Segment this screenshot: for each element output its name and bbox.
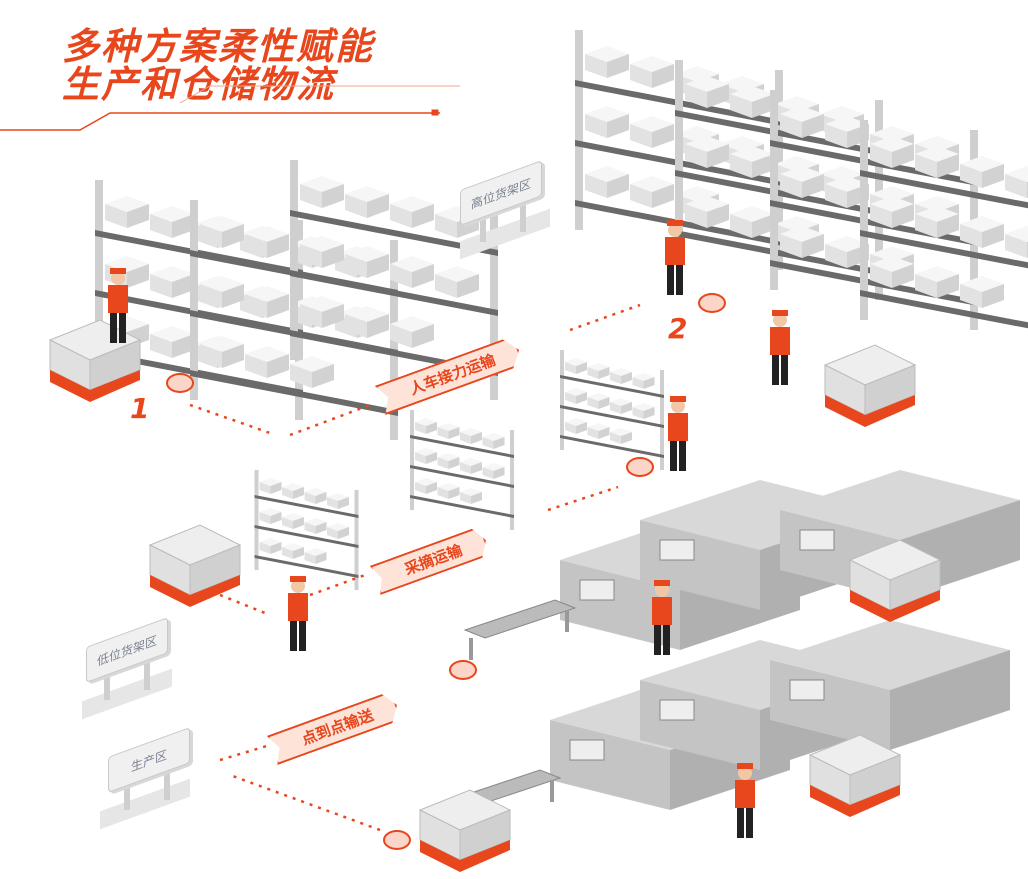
title-underline (0, 85, 460, 131)
title-line-1: 多种方案柔性赋能 (62, 25, 374, 68)
production-lines (449, 469, 1021, 831)
title-line-2: 生产和仓储物流 (62, 63, 335, 106)
step-1-label: 1 (130, 392, 150, 425)
low-shelves-top (95, 160, 498, 440)
flow-arrows (189, 303, 641, 832)
step-2-label: 2 (668, 312, 688, 345)
location-markers (166, 293, 726, 850)
page-title: 多种方案柔性赋能 生产和仓储物流 (62, 28, 374, 104)
high-shelves (575, 30, 1028, 360)
